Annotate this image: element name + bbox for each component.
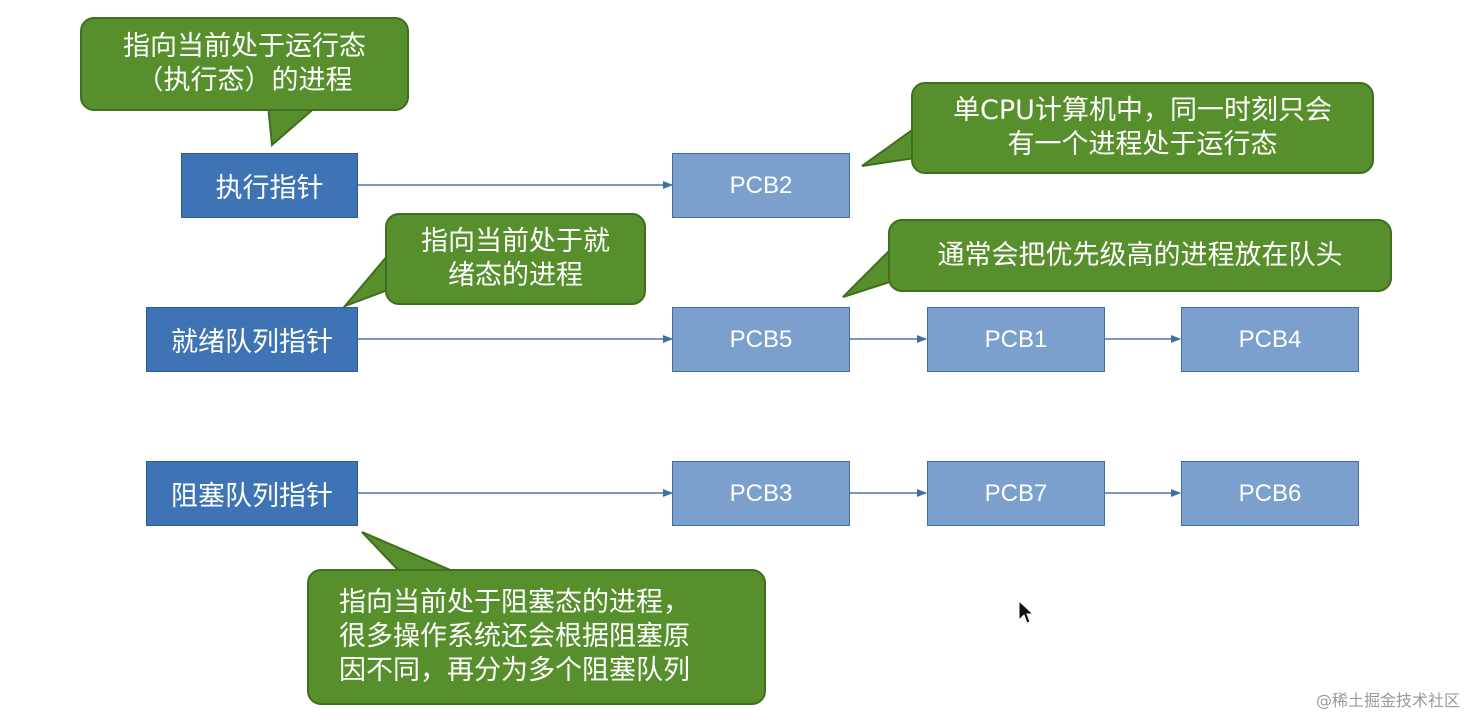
priority-callout-tail bbox=[842, 247, 891, 298]
callout-ready-pointer: 指向当前处于就 绪态的进程 bbox=[385, 213, 646, 305]
pcb-box-ready-3: PCB4 bbox=[1181, 307, 1359, 372]
ready-callout-tail bbox=[341, 252, 389, 309]
callout-blocked-pointer: 指向当前处于阻塞态的进程， 很多操作系统还会根据阻塞原 因不同，再分为多个阻塞队… bbox=[307, 569, 766, 705]
pcb-box-blocked-3: PCB6 bbox=[1181, 461, 1359, 526]
exec-pointer-box: 执行指针 bbox=[181, 153, 358, 218]
pcb-box-ready-2: PCB1 bbox=[927, 307, 1105, 372]
exec-callout-tail bbox=[266, 104, 321, 148]
mouse-cursor-icon bbox=[1018, 600, 1034, 624]
callout-priority: 通常会把优先级高的进程放在队头 bbox=[888, 219, 1392, 292]
callout-exec-pointer: 指向当前处于运行态 （执行态）的进程 bbox=[80, 17, 409, 111]
pcb-box-running: PCB2 bbox=[672, 153, 850, 218]
blocked-callout-tail bbox=[361, 531, 456, 573]
callout-single-cpu: 单CPU计算机中，同一时刻只会 有一个进程处于运行态 bbox=[911, 82, 1374, 174]
ready-queue-pointer-box: 就绪队列指针 bbox=[146, 307, 358, 372]
watermark: @稀土掘金技术社区 bbox=[1315, 691, 1460, 710]
pcb-box-ready-1: PCB5 bbox=[672, 307, 850, 372]
pcb-box-blocked-1: PCB3 bbox=[672, 461, 850, 526]
blocked-queue-pointer-box: 阻塞队列指针 bbox=[146, 461, 358, 526]
pcb-box-blocked-2: PCB7 bbox=[927, 461, 1105, 526]
single-cpu-callout-tail bbox=[861, 126, 916, 167]
